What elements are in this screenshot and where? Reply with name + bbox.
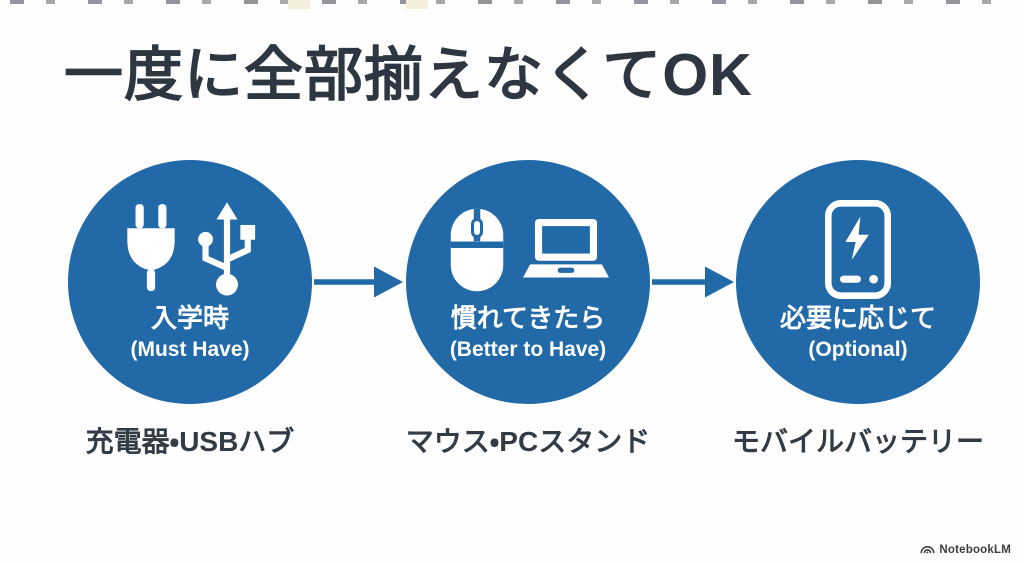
watermark: NotebookLM bbox=[920, 542, 1011, 557]
page-title: 一度に全部揃えなくてOK bbox=[64, 42, 753, 108]
stage-2-items-label: マウス・PCスタンド bbox=[405, 426, 651, 457]
stage-3-icon-row bbox=[736, 200, 980, 304]
power-bank-icon bbox=[825, 200, 891, 304]
stage-1-icon-row bbox=[68, 200, 312, 304]
stage-3-en-label: (Optional) bbox=[808, 338, 908, 361]
mouse-icon bbox=[447, 207, 507, 298]
top-crop-artifact-cream bbox=[406, 0, 428, 9]
stage-1-jp-label: 入学時 bbox=[150, 303, 229, 333]
stage-3-items-label: モバイルバッテリー bbox=[731, 426, 984, 457]
laptop-icon bbox=[523, 212, 609, 293]
usb-icon bbox=[196, 200, 258, 305]
stage-2-en-label: (Better to Have) bbox=[449, 338, 607, 361]
top-crop-artifact-cream bbox=[288, 0, 310, 9]
flow-arrow-2 bbox=[652, 266, 734, 298]
power-plug-icon bbox=[122, 203, 180, 302]
stage-2-jp-label: 慣れてきたら bbox=[450, 303, 606, 333]
stage-1-items-label: 充電器・USBハブ bbox=[85, 426, 295, 457]
stage-3-jp-label: 必要に応じて bbox=[779, 303, 936, 333]
stage-circle-better-to-have: 慣れてきたら (Better to Have) bbox=[406, 160, 650, 404]
top-crop-artifact bbox=[0, 0, 1024, 4]
stage-1-en-label: (Must Have) bbox=[130, 338, 250, 361]
stage-circle-must-have: 入学時 (Must Have) bbox=[68, 160, 312, 404]
stage-2-icon-row bbox=[406, 200, 650, 304]
notebooklm-logo-icon bbox=[920, 542, 935, 557]
flow-arrow-1 bbox=[314, 266, 403, 298]
watermark-label: NotebookLM bbox=[939, 543, 1011, 556]
stage-circle-optional: 必要に応じて (Optional) bbox=[736, 160, 980, 404]
